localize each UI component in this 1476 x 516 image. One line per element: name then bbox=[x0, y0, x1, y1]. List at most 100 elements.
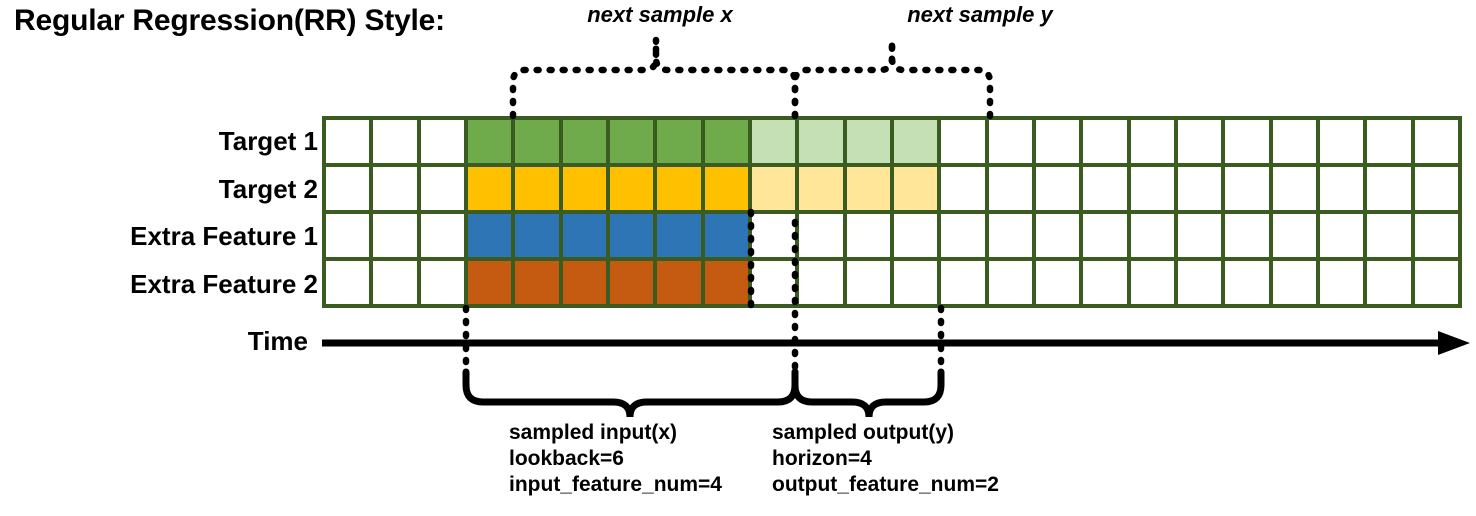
grid-cell-r2-c7 bbox=[657, 214, 701, 257]
caption-input-line1: sampled input(x) bbox=[509, 421, 678, 444]
grid-cell-r2-c5 bbox=[562, 214, 606, 257]
grid-cell-r3-c4 bbox=[515, 261, 559, 304]
grid-cell-r1-c5 bbox=[562, 167, 606, 210]
grid-cell-r1-c19 bbox=[1225, 167, 1269, 210]
grid-cell-r1-c12 bbox=[893, 167, 938, 210]
grid-cell-r3-c13 bbox=[941, 261, 985, 304]
grid-cell-r3-c15 bbox=[1035, 261, 1080, 304]
grid-cell-r3-c2 bbox=[420, 261, 464, 304]
caption-output-line2: horizon=4 bbox=[772, 447, 872, 470]
grid-cell-r1-c14 bbox=[988, 167, 1032, 210]
grid-cell-r0-c7 bbox=[657, 120, 701, 163]
grid-cell-r0-c12 bbox=[893, 120, 938, 163]
grid-cell-r2-c15 bbox=[1035, 214, 1080, 257]
grid-cell-r1-c7 bbox=[657, 167, 701, 210]
grid-cell-r0-c3 bbox=[467, 120, 512, 163]
grid-cell-r2-c2 bbox=[420, 214, 464, 257]
grid-cell-r3-c14 bbox=[988, 261, 1032, 304]
grid-cell-r3-c18 bbox=[1177, 261, 1222, 304]
grid-cell-r0-c17 bbox=[1130, 120, 1174, 163]
caption-output-line3: output_feature_num=2 bbox=[772, 473, 999, 496]
grid-cell-r3-c8 bbox=[704, 261, 748, 304]
brace-label-next-sample-x: next sample x bbox=[587, 2, 733, 27]
grid-cell-r2-c11 bbox=[846, 214, 890, 257]
grid-cell-r2-c12 bbox=[893, 214, 938, 257]
time-axis-label: Time bbox=[247, 326, 308, 356]
bottom-brace-input bbox=[462, 368, 799, 418]
grid-cell-r1-c3 bbox=[467, 167, 512, 210]
grid-cell-r3-c3 bbox=[467, 261, 512, 304]
grid-cell-r2-c1 bbox=[373, 214, 417, 257]
grid-cell-r2-c22 bbox=[1367, 214, 1411, 257]
grid-cell-r0-c0 bbox=[326, 120, 370, 163]
caption-sampled-output: sampled output(y) horizon=4 output_featu… bbox=[772, 420, 999, 498]
timeseries-grid bbox=[322, 116, 1462, 308]
grid-cell-r3-c22 bbox=[1367, 261, 1411, 304]
grid-cell-r2-c23 bbox=[1414, 214, 1458, 257]
grid-cell-r1-c16 bbox=[1083, 167, 1127, 210]
grid-cell-r3-c19 bbox=[1225, 261, 1269, 304]
grid-cell-r3-c12 bbox=[893, 261, 938, 304]
caption-input-line2: lookback=6 bbox=[509, 447, 624, 470]
grid-cell-r0-c1 bbox=[373, 120, 417, 163]
row-label-column: Target 1 Target 2 Extra Feature 1 Extra … bbox=[10, 0, 318, 516]
grid-cell-r0-c22 bbox=[1367, 120, 1411, 163]
grid-cell-r3-c23 bbox=[1414, 261, 1458, 304]
grid-cell-r1-c20 bbox=[1272, 167, 1316, 210]
grid-cell-r2-c0 bbox=[326, 214, 370, 257]
grid-cell-r1-c6 bbox=[609, 167, 654, 210]
grid-cell-r0-c20 bbox=[1272, 120, 1316, 163]
grid-cell-r0-c21 bbox=[1319, 120, 1364, 163]
grid-cell-r0-c15 bbox=[1035, 120, 1080, 163]
grid-cell-r2-c6 bbox=[609, 214, 654, 257]
caption-sampled-input: sampled input(x) lookback=6 input_featur… bbox=[509, 420, 722, 498]
grid-cell-r0-c16 bbox=[1083, 120, 1127, 163]
grid-cell-r0-c18 bbox=[1177, 120, 1222, 163]
grid-cell-r2-c16 bbox=[1083, 214, 1127, 257]
grid-cell-r0-c5 bbox=[562, 120, 606, 163]
grid-cell-r3-c16 bbox=[1083, 261, 1127, 304]
grid-cell-r0-c10 bbox=[799, 120, 843, 163]
grid-cell-r3-c17 bbox=[1130, 261, 1174, 304]
grid-cell-r1-c21 bbox=[1319, 167, 1364, 210]
grid-cell-r2-c10 bbox=[799, 214, 843, 257]
grid-cell-r1-c0 bbox=[326, 167, 370, 210]
grid-cell-r0-c8 bbox=[704, 120, 748, 163]
grid-cell-r3-c10 bbox=[799, 261, 843, 304]
time-axis-arrow bbox=[322, 331, 1470, 355]
grid-cell-r1-c1 bbox=[373, 167, 417, 210]
grid-cell-r0-c19 bbox=[1225, 120, 1269, 163]
grid-cell-r2-c13 bbox=[941, 214, 985, 257]
grid-cell-r2-c9 bbox=[751, 214, 796, 257]
grid-cell-r1-c15 bbox=[1035, 167, 1080, 210]
grid-cell-r3-c5 bbox=[562, 261, 606, 304]
grid-cell-r2-c19 bbox=[1225, 214, 1269, 257]
brace-label-next-sample-y: next sample y bbox=[907, 2, 1053, 27]
grid-cell-r3-c0 bbox=[326, 261, 370, 304]
grid-cell-r2-c20 bbox=[1272, 214, 1316, 257]
grid-cell-r0-c13 bbox=[941, 120, 985, 163]
grid-cell-r2-c8 bbox=[704, 214, 748, 257]
caption-input-line3: input_feature_num=4 bbox=[509, 473, 722, 496]
row-label-target-1: Target 1 bbox=[218, 126, 318, 156]
grid-cell-r2-c17 bbox=[1130, 214, 1174, 257]
grid-cell-r2-c4 bbox=[515, 214, 559, 257]
grid-cell-r1-c4 bbox=[515, 167, 559, 210]
grid-cell-r0-c23 bbox=[1414, 120, 1458, 163]
grid-cell-r1-c8 bbox=[704, 167, 748, 210]
grid-cell-r0-c11 bbox=[846, 120, 890, 163]
grid-cell-r1-c17 bbox=[1130, 167, 1174, 210]
row-label-target-2: Target 2 bbox=[218, 174, 318, 204]
caption-output-line1: sampled output(y) bbox=[772, 421, 954, 444]
top-brace-group: next sample x next sample y bbox=[0, 0, 1476, 120]
grid-cell-r2-c3 bbox=[467, 214, 512, 257]
grid-cell-r3-c6 bbox=[609, 261, 654, 304]
grid-cell-r2-c18 bbox=[1177, 214, 1222, 257]
grid-cell-r2-c14 bbox=[988, 214, 1032, 257]
grid-cell-r1-c11 bbox=[846, 167, 890, 210]
grid-cell-r3-c21 bbox=[1319, 261, 1364, 304]
row-label-extra-feature-1: Extra Feature 1 bbox=[130, 221, 318, 251]
grid-cell-r3-c7 bbox=[657, 261, 701, 304]
grid-cell-r1-c2 bbox=[420, 167, 464, 210]
grid-cell-r0-c4 bbox=[515, 120, 559, 163]
